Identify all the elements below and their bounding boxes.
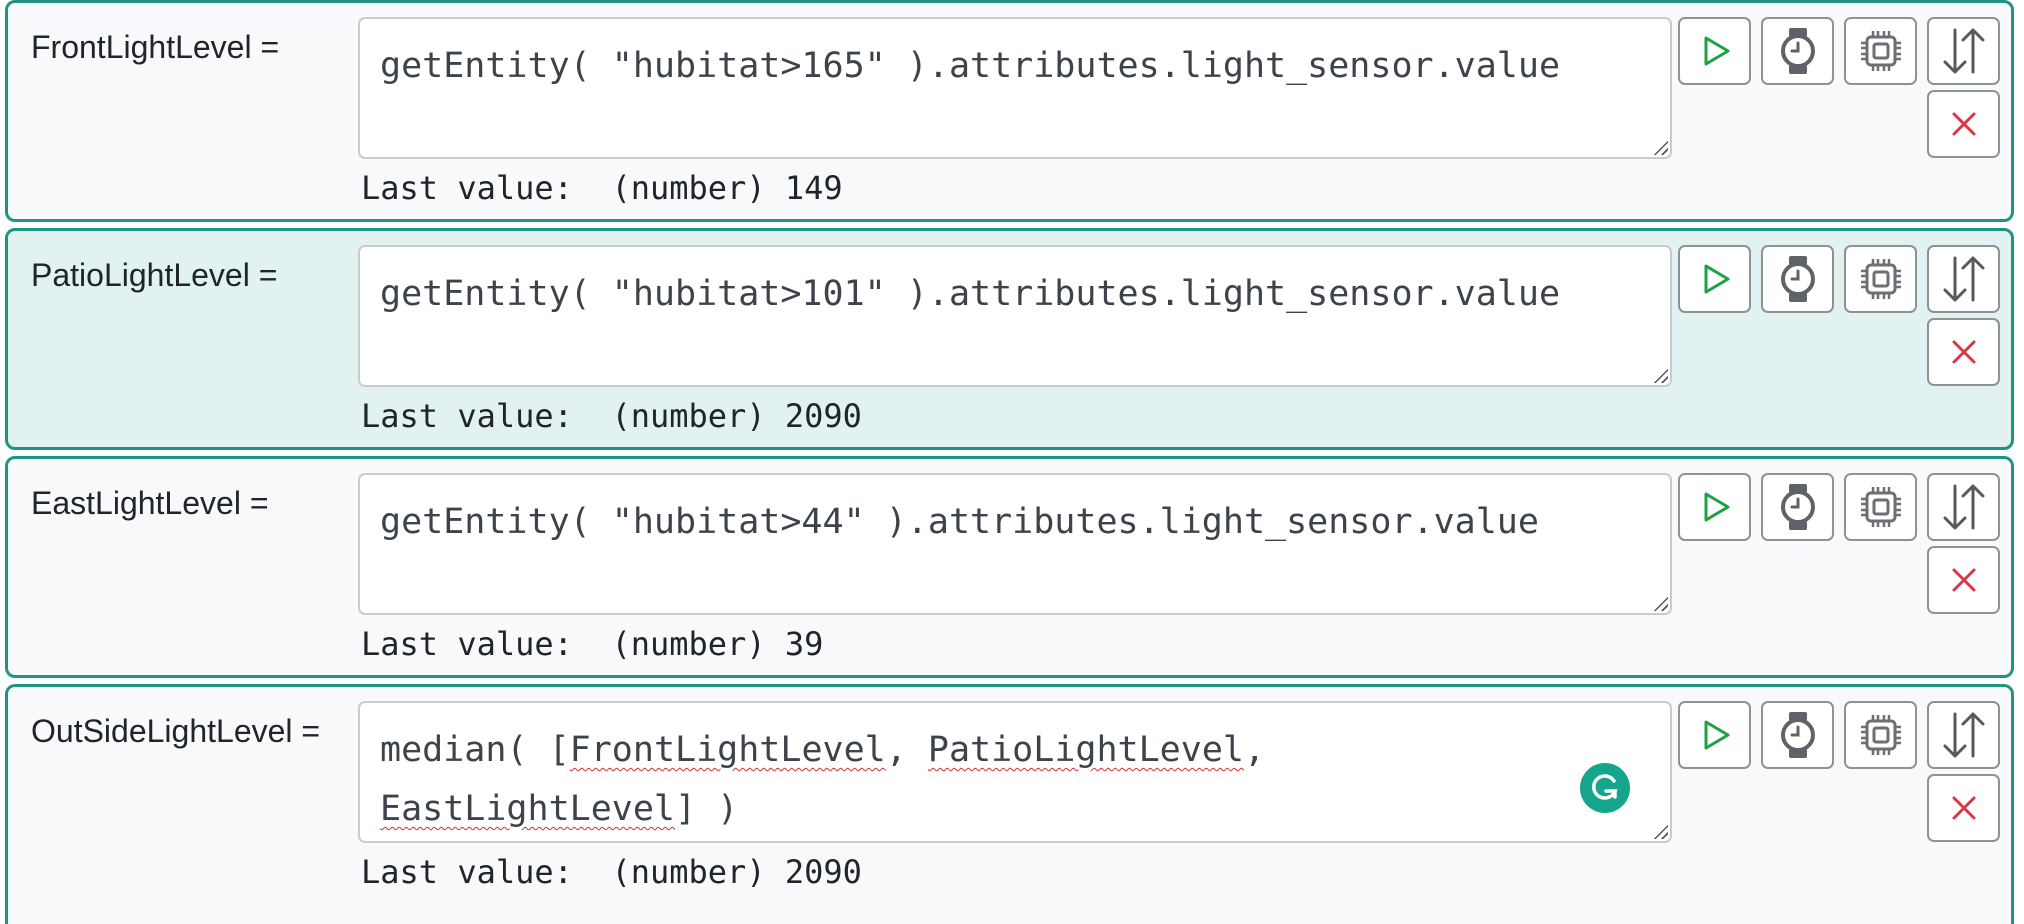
watch-trigger-button[interactable] — [1761, 473, 1834, 541]
expression-row-patio-light: PatioLightLevel = getEntity( "hubitat>10… — [5, 228, 2014, 450]
expression-text: , — [885, 730, 928, 770]
expression-textarea[interactable]: getEntity( "hubitat>101" ).attributes.li… — [358, 245, 1672, 387]
run-button[interactable] — [1678, 245, 1751, 313]
variable-name-label: EastLightLevel = — [31, 485, 269, 521]
last-value-text: Last value: (number) 2090 — [361, 397, 862, 435]
run-button[interactable] — [1678, 473, 1751, 541]
run-button[interactable] — [1678, 701, 1751, 769]
play-icon — [1704, 492, 1729, 522]
watch-icon — [1780, 28, 1815, 74]
expression-textarea[interactable]: getEntity( "hubitat>165" ).attributes.li… — [358, 17, 1672, 159]
last-value-text: Last value: (number) 39 — [361, 625, 824, 663]
resize-handle[interactable] — [1652, 139, 1668, 155]
sort-arrows-icon — [1943, 712, 1984, 758]
spellcheck-word: EastLightLevel — [380, 789, 676, 829]
cpu-chip-icon — [1860, 487, 1901, 527]
close-icon — [1952, 568, 1975, 592]
cpu-button[interactable] — [1844, 17, 1917, 85]
spellcheck-word: FrontLightLevel — [569, 730, 886, 770]
expression-text: , — [1243, 730, 1266, 770]
delete-button[interactable] — [1927, 546, 2000, 614]
cpu-button[interactable] — [1844, 245, 1917, 313]
cpu-chip-icon — [1860, 31, 1901, 71]
expression-textarea[interactable]: median( [FrontLightLevel, PatioLightLeve… — [358, 701, 1672, 843]
sort-arrows-icon — [1943, 256, 1984, 302]
watch-icon — [1780, 712, 1815, 758]
play-icon — [1704, 720, 1729, 750]
watch-trigger-button[interactable] — [1761, 245, 1834, 313]
close-icon — [1952, 112, 1975, 136]
resize-handle[interactable] — [1652, 367, 1668, 383]
expression-text: median( [ — [380, 730, 570, 770]
resize-handle[interactable] — [1652, 595, 1668, 611]
reorder-button[interactable] — [1927, 473, 2000, 541]
play-icon — [1704, 264, 1729, 294]
expression-textarea[interactable]: getEntity( "hubitat>44" ).attributes.lig… — [358, 473, 1672, 615]
expression-row-outside-light: OutSideLightLevel = median( [FrontLightL… — [5, 684, 2014, 924]
variable-name-label: FrontLightLevel = — [31, 29, 280, 65]
cpu-chip-icon — [1860, 259, 1901, 299]
cpu-button[interactable] — [1844, 701, 1917, 769]
delete-button[interactable] — [1927, 90, 2000, 158]
expression-text: ] ) — [675, 789, 739, 829]
resize-handle[interactable] — [1652, 823, 1668, 839]
grammarly-icon — [1592, 774, 1618, 800]
watch-icon — [1780, 256, 1815, 302]
reorder-button[interactable] — [1927, 701, 2000, 769]
variable-name-label: PatioLightLevel = — [31, 257, 278, 293]
delete-button[interactable] — [1927, 318, 2000, 386]
expression-row-east-light: EastLightLevel = getEntity( "hubitat>44"… — [5, 456, 2014, 678]
grammarly-button[interactable] — [1580, 763, 1630, 813]
sort-arrows-icon — [1943, 484, 1984, 530]
sort-arrows-icon — [1943, 28, 1984, 74]
cpu-chip-icon — [1860, 715, 1901, 755]
variable-name-label: OutSideLightLevel = — [31, 713, 321, 749]
run-button[interactable] — [1678, 17, 1751, 85]
reorder-button[interactable] — [1927, 17, 2000, 85]
spellcheck-word: PatioLightLevel — [927, 730, 1244, 770]
watch-trigger-button[interactable] — [1761, 17, 1834, 85]
play-icon — [1704, 36, 1729, 66]
expression-row-front-light: FrontLightLevel = getEntity( "hubitat>16… — [5, 0, 2014, 222]
last-value-text: Last value: (number) 149 — [361, 169, 843, 207]
close-icon — [1952, 340, 1975, 364]
close-icon — [1952, 796, 1975, 820]
watch-trigger-button[interactable] — [1761, 701, 1834, 769]
cpu-button[interactable] — [1844, 473, 1917, 541]
reorder-button[interactable] — [1927, 245, 2000, 313]
delete-button[interactable] — [1927, 774, 2000, 842]
watch-icon — [1780, 484, 1815, 530]
last-value-text: Last value: (number) 2090 — [361, 853, 862, 891]
